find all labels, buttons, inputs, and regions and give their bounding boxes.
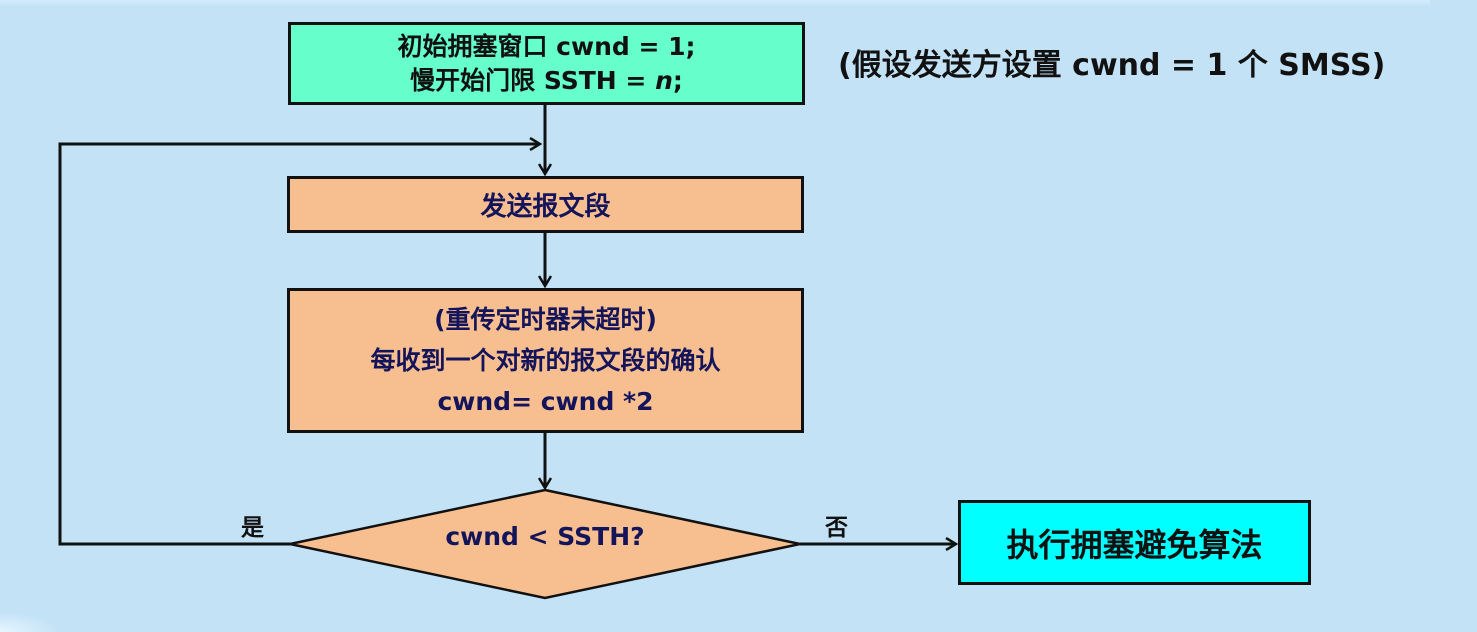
- ack-line-3: cwnd= cwnd *2: [437, 387, 654, 416]
- congestion-avoidance-label: 执行拥塞避免算法: [1006, 525, 1263, 564]
- init-line-2-suffix: ;: [672, 65, 683, 95]
- assumption-note: (假设发送方设置 cwnd = 1 个 SMSS): [838, 48, 1386, 83]
- ack-box: (重传定时器未超时) 每收到一个对新的报文段的确认 cwnd= cwnd *2: [287, 288, 804, 433]
- arrow-yes-loop: [58, 144, 540, 546]
- init-line-2: 慢开始门限 SSTH = n;: [410, 64, 683, 98]
- congestion-avoidance-box: 执行拥塞避免算法: [958, 500, 1311, 585]
- send-segment-box: 发送报文段: [287, 176, 804, 233]
- yes-label: 是: [241, 515, 264, 541]
- decision-label: cwnd < SSTH?: [445, 522, 645, 551]
- no-label: 否: [825, 515, 848, 541]
- init-box: 初始拥塞窗口 cwnd = 1; 慢开始门限 SSTH = n;: [288, 22, 805, 105]
- send-segment-label: 发送报文段: [480, 192, 611, 222]
- decision-diamond: [289, 488, 801, 600]
- ack-line-2: 每收到一个对新的报文段的确认: [370, 346, 721, 375]
- background-corner-highlight: [0, 612, 60, 632]
- ack-line-1: (重传定时器未超时): [434, 305, 657, 334]
- init-line-1: 初始拥塞窗口 cwnd = 1;: [397, 31, 696, 61]
- background-highlight: [0, 0, 1430, 6]
- init-line-2-prefix: 慢开始门限 SSTH =: [410, 65, 656, 95]
- init-line-2-var: n: [655, 65, 673, 95]
